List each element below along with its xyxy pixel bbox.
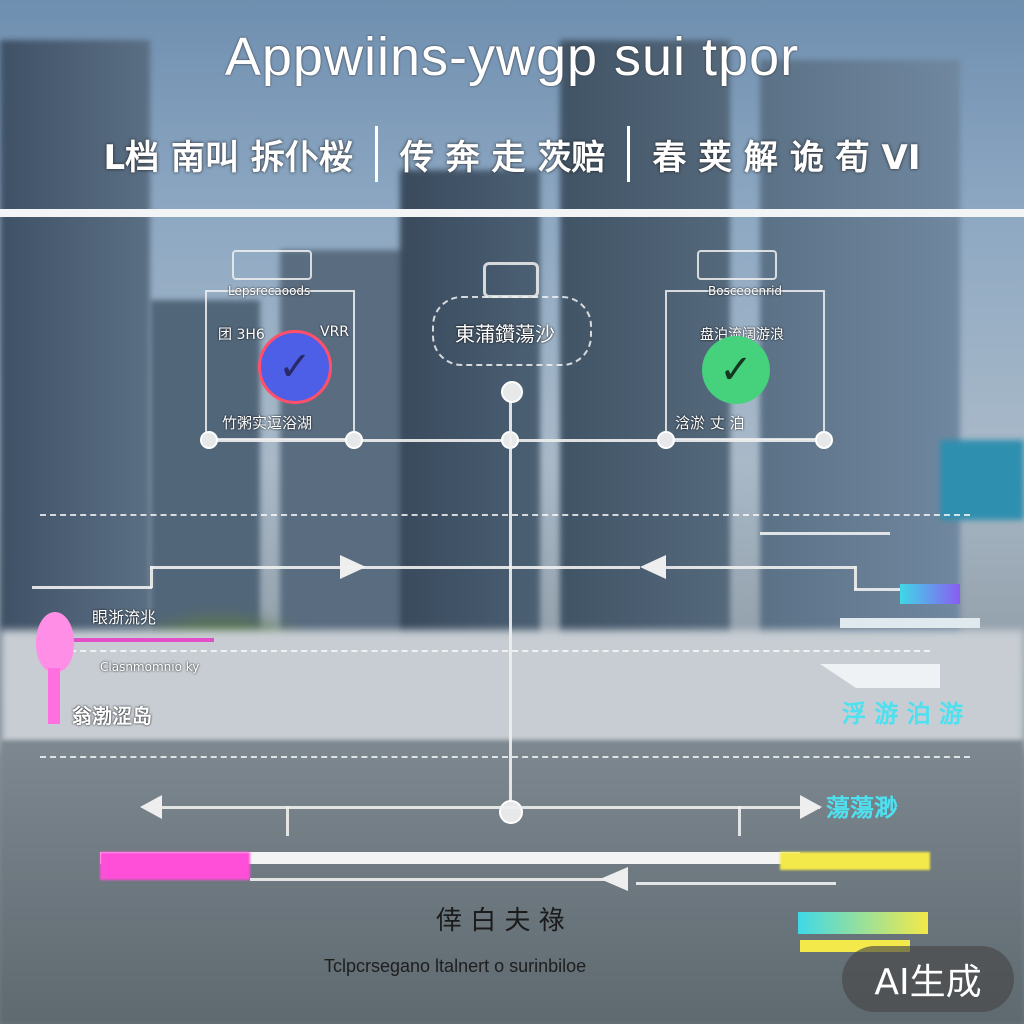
flow-line [854,566,857,590]
glitch-strip [900,584,960,604]
flow-left-label-3: 翁渤涩岛 [72,704,152,728]
building [0,40,150,740]
center-spine [509,396,512,816]
highlight-bar [72,638,214,642]
center-footer-label: 倖 白 夫 祿 [436,906,565,936]
arrow-left-icon [600,867,628,891]
arrow-left-icon [640,555,666,579]
flow-right-label-2: 蕩蕩渺 [826,794,898,822]
flow-left-label-1: 眼浙流兆 [92,608,157,627]
glitch-strip [840,618,980,628]
left-card-label-right: VRR [320,324,350,340]
ai-generated-badge: AI生成 [842,946,1014,1012]
guide-line [40,756,970,758]
glitch-strip [798,912,928,934]
flow-line [150,566,153,588]
street [0,630,1024,750]
connector-node [499,800,523,824]
right-card-caption: 浛淤 丈 泊 [675,414,745,432]
flow-line [32,586,152,589]
footer-caption: Tclpcrsegano ltalnert o surinbiloe [324,956,587,976]
guide-line [40,514,970,516]
progress-track [100,852,800,864]
tick [286,806,289,836]
building-sign [940,440,1024,520]
flow-line [760,532,890,535]
check-icon: ✓ [702,336,770,404]
center-card-label: 東蒲鑽蕩沙 [455,322,555,346]
connector-node [815,431,833,449]
guide-line [40,650,930,652]
pin-icon [36,612,74,672]
connector-node [345,431,363,449]
left-card-heading: Lepsrecaoods [228,284,311,298]
flow-line [150,806,820,809]
left-card-tab [232,250,312,280]
section-label-1: L档 南叫 拆仆桜 [103,137,353,178]
flow-arrow-right [666,566,856,569]
flow-arrow-left [150,566,340,569]
left-card-caption: 竹粥实逗浴湖 [222,414,313,432]
flow-line [250,878,620,881]
right-card-heading: Bosceoenrid [708,284,783,298]
building [560,40,730,740]
progress-fill-pink [100,852,250,880]
divider [374,126,378,182]
divider [627,126,631,182]
left-card-label-left: 团 3H6 [218,327,265,343]
flow-left-label-2: Clasnmomnio ky [100,660,200,674]
connector-node [501,381,523,403]
progress-fill-yellow [780,852,930,870]
arrow-left-icon [140,795,162,819]
connector-node [200,431,218,449]
connector-node [657,431,675,449]
briefcase-icon [483,262,539,298]
header-rule [0,209,1024,217]
pin-stem [48,668,60,724]
right-card-tab [697,250,777,280]
section-header-row: L档 南叫 拆仆桜 传 奔 走 茨赔 春 荚 解 诡 荀 VI [0,124,1024,184]
flow-line [854,588,944,591]
check-icon: ✓ [258,330,332,404]
page-title: Appwiins-ywgp sui tpor [224,27,800,87]
flow-line [636,882,836,885]
flow-line [340,566,640,569]
flow-right-label-1: 浮 游 泊 游 [842,700,964,728]
section-label-2: 传 奔 走 茨赔 [399,137,606,178]
arrow-right-icon [800,795,822,819]
section-label-3: 春 荚 解 诡 荀 VI [652,137,921,178]
tick [738,806,741,836]
